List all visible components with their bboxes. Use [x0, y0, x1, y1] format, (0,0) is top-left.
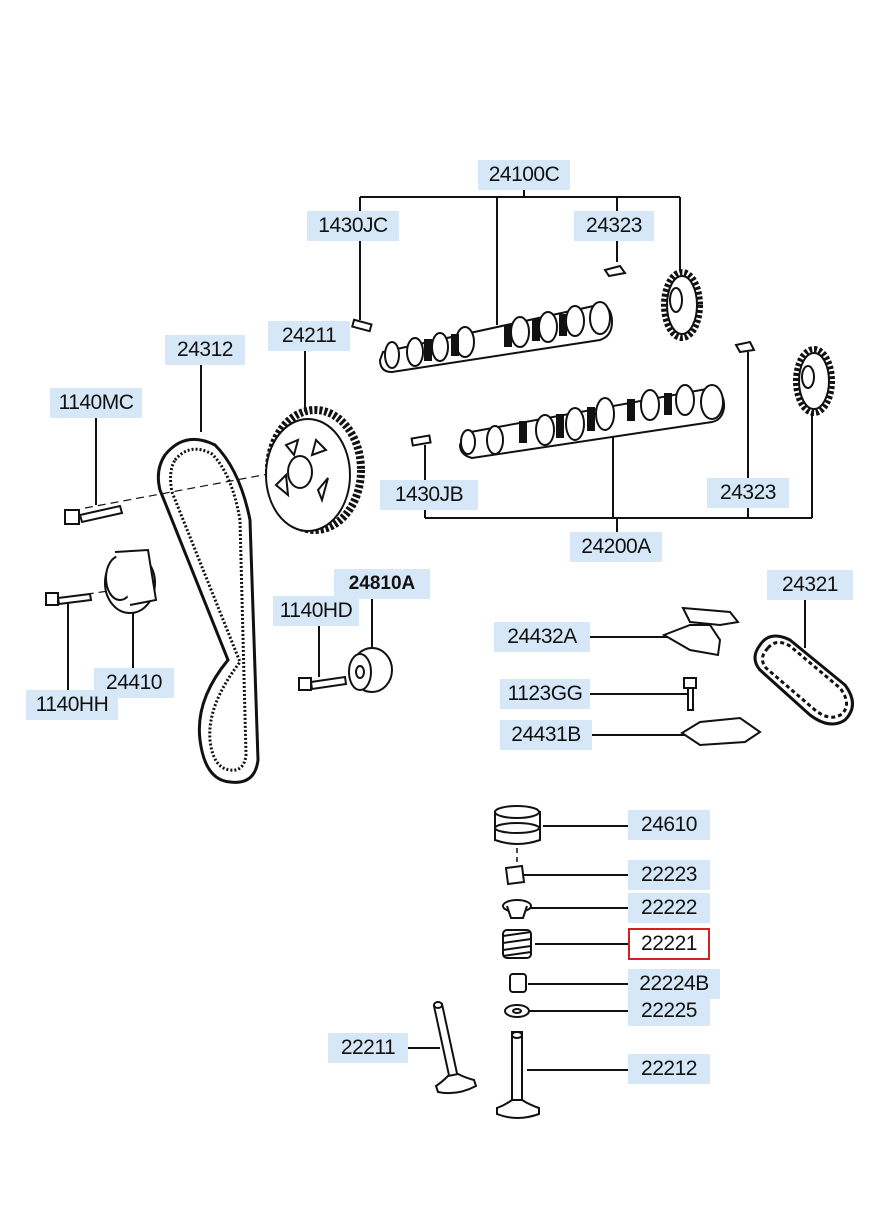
- label-1140mc[interactable]: 1140MC: [50, 388, 142, 418]
- leader-lines: [59, 190, 813, 1071]
- chain-guide-24431b: [680, 716, 762, 747]
- key-lower: [734, 340, 756, 354]
- camshaft-upper: [378, 301, 614, 374]
- label-24100c[interactable]: 24100C: [478, 160, 570, 190]
- valve-keeper: [504, 864, 526, 886]
- label-1123gg[interactable]: 1123GG: [500, 679, 590, 709]
- label-24431b[interactable]: 24431B: [500, 720, 592, 750]
- label-1430jc[interactable]: 1430JC: [307, 211, 399, 241]
- bolt-1140hh: [45, 592, 93, 606]
- label-22211[interactable]: 22211: [328, 1033, 408, 1063]
- dowel-pin-upper: [351, 318, 373, 333]
- camshaft-lower: [458, 384, 726, 460]
- label-22212[interactable]: 22212: [628, 1054, 710, 1084]
- label-24323-bottom[interactable]: 24323: [707, 478, 789, 508]
- label-22225[interactable]: 22225: [628, 996, 710, 1026]
- timing-belt: [156, 437, 260, 784]
- label-22222[interactable]: 22222: [628, 893, 710, 923]
- label-24321[interactable]: 24321: [767, 570, 853, 600]
- intake-valve: [432, 1001, 478, 1095]
- label-1140hh[interactable]: 1140HH: [26, 690, 118, 720]
- chain-guide-24432a: [661, 606, 740, 657]
- label-24410[interactable]: 24410: [94, 668, 174, 698]
- cam-sprocket-upper: [661, 269, 703, 341]
- label-24810a[interactable]: 24810A: [334, 569, 430, 599]
- label-22221-selected[interactable]: 22221: [628, 928, 710, 960]
- label-24610[interactable]: 24610: [628, 810, 710, 840]
- label-24432a[interactable]: 24432A: [494, 622, 590, 652]
- idler-24410: [104, 548, 158, 614]
- label-24211[interactable]: 24211: [268, 321, 350, 351]
- tensioner-24810a: [348, 647, 393, 693]
- label-1140hd[interactable]: 1140HD: [273, 596, 359, 626]
- label-24323-top[interactable]: 24323: [574, 211, 654, 241]
- label-22224b[interactable]: 22224B: [628, 969, 720, 999]
- valve-lifter: [494, 805, 541, 845]
- bolt-1140hd: [298, 675, 348, 691]
- key-upper: [603, 264, 627, 278]
- spring-seat: [504, 1004, 530, 1018]
- spring-retainer: [502, 899, 532, 919]
- cam-sprocket-lower: [793, 346, 835, 416]
- dowel-pin-lower: [410, 434, 432, 447]
- label-24200a[interactable]: 24200A: [570, 532, 662, 562]
- bolt-1123gg: [683, 677, 697, 711]
- label-24312[interactable]: 24312: [165, 335, 245, 365]
- label-1430jb[interactable]: 1430JB: [380, 480, 478, 510]
- exhaust-valve: [496, 1031, 540, 1119]
- label-22223[interactable]: 22223: [628, 860, 710, 890]
- bolt-1140mc: [64, 504, 124, 525]
- cam-sprocket-main: [265, 406, 365, 534]
- timing-chain: [753, 634, 854, 726]
- valve-stem-seal: [509, 973, 527, 993]
- valve-spring: [502, 929, 532, 959]
